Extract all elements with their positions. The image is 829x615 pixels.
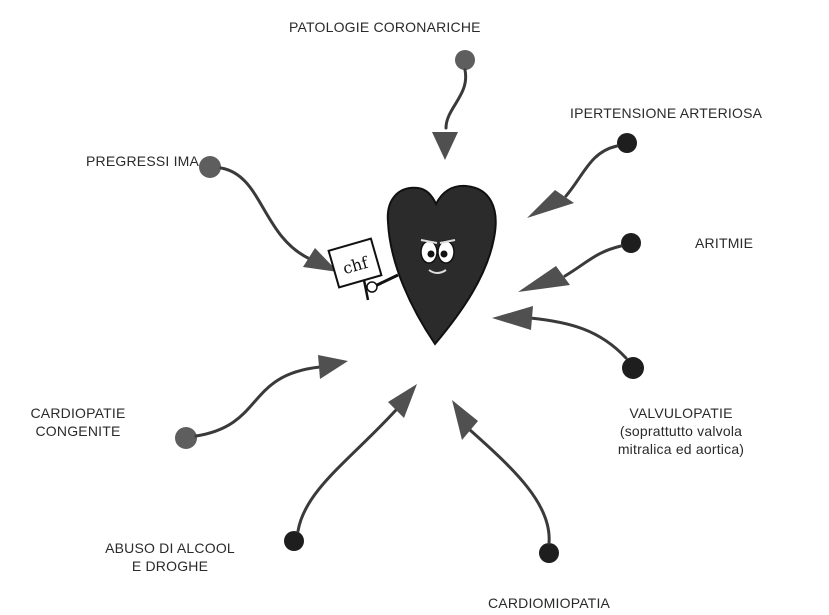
arrowhead [318, 355, 348, 379]
connector-line [565, 246, 621, 276]
source-dot [284, 531, 304, 551]
label-line: E DROGHE [95, 557, 245, 575]
label-pregressi-ima: PREGRESSI IMA [86, 152, 199, 170]
source-dot [455, 50, 475, 70]
connector-line [446, 70, 466, 128]
label-cardiomiopatia: CARDIOMIOPATIA [488, 594, 610, 612]
connector-abuso-alcool [284, 384, 417, 551]
connector-cardiomiopatia [452, 400, 559, 563]
heart-character: chf [329, 186, 496, 344]
arrowhead [492, 306, 533, 330]
label-line: CONGENITE [8, 422, 148, 440]
label-aritmie: ARITMIE [695, 234, 753, 252]
arrowhead [432, 132, 458, 160]
label-line: mitralica ed aortica) [593, 440, 769, 458]
heart-hand [367, 282, 377, 292]
label-cardiopatie-congenite: CARDIOPATIE CONGENITE [8, 404, 148, 440]
source-dot [199, 156, 221, 178]
source-dot [621, 233, 641, 253]
connector-line [221, 168, 308, 258]
connector-valvulopatie [492, 306, 644, 379]
label-valvulopatie: VALVULOPATIE (soprattutto valvola mitral… [593, 404, 769, 458]
connector-cardiopatie-congenite [175, 355, 348, 449]
source-dot [539, 543, 559, 563]
label-ipertensione-arteriosa: IPERTENSIONE ARTERIOSA [570, 104, 762, 122]
connector-ipertensione-arteriosa [527, 133, 637, 218]
connector-line [566, 146, 617, 196]
arrowhead [518, 266, 570, 292]
connector-line [196, 367, 320, 436]
label-abuso-alcool: ABUSO DI ALCOOL E DROGHE [95, 539, 245, 575]
connector-patologie-coronariche [432, 50, 475, 160]
source-dot [175, 427, 197, 449]
source-dot [622, 357, 644, 379]
connector-aritmie [518, 233, 641, 292]
label-line: VALVULOPATIE [593, 404, 769, 422]
connector-pregressi-ima [199, 156, 338, 272]
connector-line [530, 318, 626, 358]
source-dot [617, 133, 637, 153]
connector-line [470, 430, 549, 543]
heart-shape [388, 186, 496, 344]
label-line: ABUSO DI ALCOOL [95, 539, 245, 557]
label-patologie-coronariche: PATOLOGIE CORONARICHE [289, 18, 481, 36]
connector-line [298, 410, 396, 531]
label-line: (soprattutto valvola [593, 422, 769, 440]
label-line: CARDIOPATIE [8, 404, 148, 422]
